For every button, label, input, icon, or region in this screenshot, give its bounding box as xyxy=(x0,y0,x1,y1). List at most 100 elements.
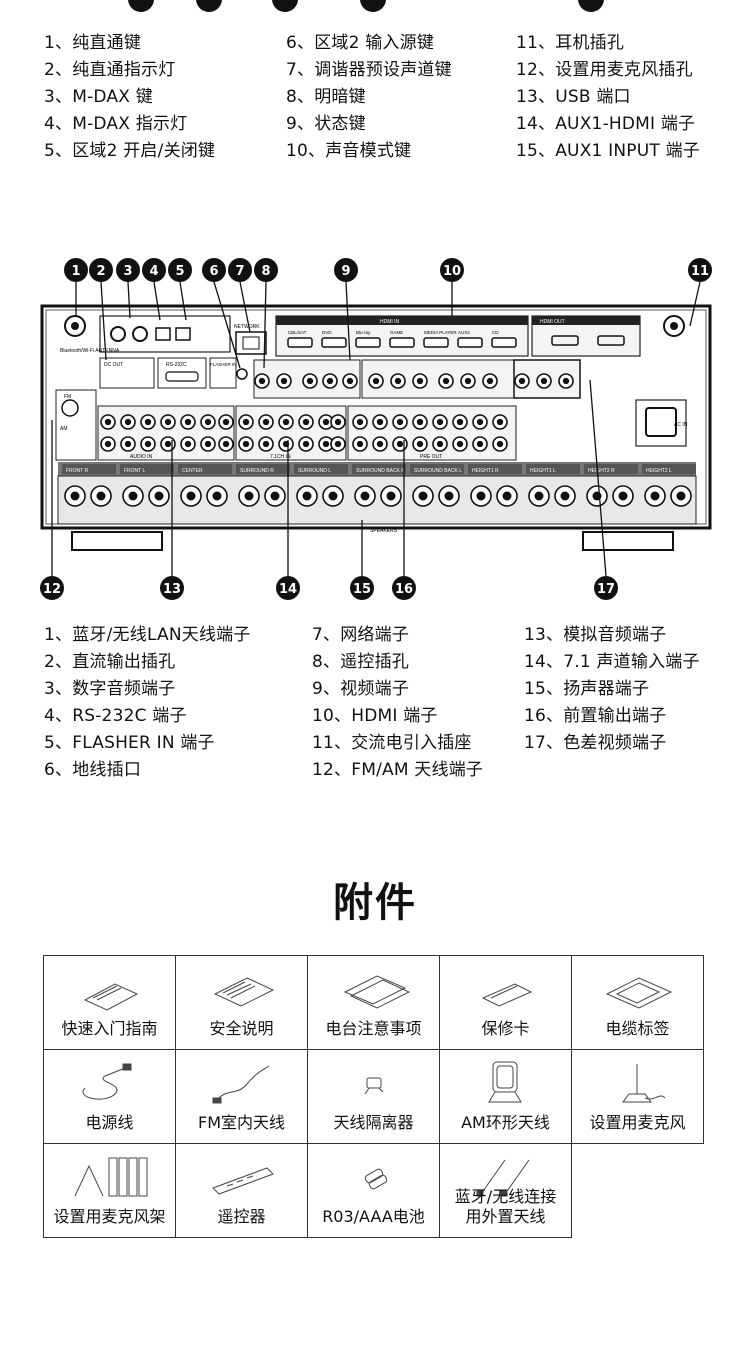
svg-text:RS-232C: RS-232C xyxy=(166,362,187,368)
accessory-cell: 设置用麦克风架 xyxy=(43,1143,176,1238)
svg-text:10: 10 xyxy=(443,264,461,279)
callout-15 xyxy=(350,576,374,600)
legend-item: 7、调谐器预设声道键 xyxy=(286,60,452,80)
legend-item: 17、色差视频端子 xyxy=(524,733,667,753)
bt-antenna-right xyxy=(663,315,685,337)
legend-item: 10、声音模式键 xyxy=(286,141,412,161)
accessory-label: 设置用麦克风架 xyxy=(53,1207,166,1226)
accessory-label: 电缆标签 xyxy=(605,1019,670,1038)
hdmi-in-port xyxy=(389,337,415,348)
callout-4 xyxy=(142,258,166,282)
svg-text:3: 3 xyxy=(123,264,132,279)
legend-item: 7、网络端子 xyxy=(312,625,410,645)
speaker-group-label: HEIGHT1 L xyxy=(530,468,556,474)
legend-item: 16、前置输出端子 xyxy=(524,706,667,726)
callout-10 xyxy=(440,258,464,282)
svg-text:FLASHER IN: FLASHER IN xyxy=(210,362,237,367)
legend-item: 4、M-DAX 指示灯 xyxy=(44,114,188,134)
legend-item: 5、FLASHER IN 端子 xyxy=(44,733,215,753)
callout-13 xyxy=(160,576,184,600)
svg-text:1: 1 xyxy=(71,264,80,279)
hdmi-in-port xyxy=(287,337,313,348)
legend-item: 1、纯直通键 xyxy=(44,33,142,53)
fm-antenna-icon xyxy=(176,1058,307,1110)
hdmi-input-label: DVD xyxy=(322,330,332,335)
legend-item: 4、RS-232C 端子 xyxy=(44,706,187,726)
svg-text:11: 11 xyxy=(691,264,709,279)
svg-text:6: 6 xyxy=(209,264,218,279)
top-callout-fragments xyxy=(0,0,750,14)
accessory-cell: 蓝牙/无线连接用外置天线 xyxy=(439,1143,572,1238)
speaker-group-label: SURROUND BACK R xyxy=(356,468,405,474)
hdmi-in-port xyxy=(355,337,381,348)
accessory-cell: 电台注意事项 xyxy=(307,955,440,1050)
accessory-cell: 快速入门指南 xyxy=(43,955,176,1050)
legend-item: 11、耳机插孔 xyxy=(516,33,625,53)
legend-item: 13、USB 端口 xyxy=(516,87,631,107)
accessory-cell: 天线隔离器 xyxy=(307,1049,440,1144)
accessory-cell: R03/AAA电池 xyxy=(307,1143,440,1238)
speaker-group-label: HEIGHT1 R xyxy=(472,468,499,474)
radio-notes-icon xyxy=(308,964,439,1016)
accessory-label: 设置用麦克风 xyxy=(589,1113,686,1132)
accessory-label: AM环形天线 xyxy=(461,1113,550,1132)
speaker-group-label: HEIGHT2 R xyxy=(588,468,615,474)
hdmi-input-label: CBL/SAT xyxy=(288,330,307,335)
svg-text:NETWORK: NETWORK xyxy=(234,324,260,330)
svg-text:HDMI IN: HDMI IN xyxy=(380,319,400,325)
accessory-label: 蓝牙/无线连接用外置天线 xyxy=(454,1187,557,1226)
hdmi-in-port xyxy=(491,337,517,348)
speaker-group-label: SURROUND L xyxy=(298,468,331,474)
legend-item: 3、M-DAX 键 xyxy=(44,87,153,107)
accessory-label: 天线隔离器 xyxy=(333,1113,414,1132)
svg-text:15: 15 xyxy=(353,582,371,597)
callout-6 xyxy=(202,258,226,282)
warranty-card-icon xyxy=(440,964,571,1016)
callout-2 xyxy=(89,258,113,282)
network-port xyxy=(235,331,267,355)
hdmi-input-label: AUX2 xyxy=(458,330,470,335)
svg-text:4: 4 xyxy=(149,264,158,279)
svg-text:FM: FM xyxy=(64,394,71,400)
hdmi-input-label: CD xyxy=(492,330,499,335)
svg-text:SPEAKERS: SPEAKERS xyxy=(370,528,398,534)
am-loop-antenna-icon xyxy=(440,1058,571,1110)
svg-text:Bluetooth/Wi-Fi ANTENNA: Bluetooth/Wi-Fi ANTENNA xyxy=(60,348,120,354)
callout-5 xyxy=(168,258,192,282)
accessory-cell: 遥控器 xyxy=(175,1143,308,1238)
rear-panel-diagram: Bluetooth/Wi-Fi ANTENNA NETWORK HDMI IN … xyxy=(40,258,712,600)
legend-item: 10、HDMI 端子 xyxy=(312,706,438,726)
accessory-label: 电台注意事项 xyxy=(325,1019,422,1038)
hdmi-in-port xyxy=(423,337,449,348)
empty-cell xyxy=(572,1144,704,1238)
legend-item: 6、区域2 输入源键 xyxy=(286,33,435,53)
legend-item: 1、蓝牙/无线LAN天线端子 xyxy=(44,625,251,645)
hdmi-input-label: GAME xyxy=(390,330,403,335)
callout-16 xyxy=(392,576,416,600)
legend-item: 9、视频端子 xyxy=(312,679,410,699)
remote-control-icon xyxy=(176,1152,307,1204)
callout-3 xyxy=(116,258,140,282)
accessory-cell: AM环形天线 xyxy=(439,1049,572,1144)
safety-instructions-icon xyxy=(176,964,307,1016)
speaker-group-label: HEIGHT2 L xyxy=(646,468,672,474)
callout-12 xyxy=(40,576,64,600)
speaker-group-label: SURROUND R xyxy=(240,468,274,474)
ac-in-socket xyxy=(635,399,687,447)
legend-item: 2、直流输出插孔 xyxy=(44,652,176,672)
accessory-label: FM室内天线 xyxy=(197,1113,285,1132)
svg-text:AM: AM xyxy=(60,426,68,432)
svg-text:17: 17 xyxy=(597,582,615,597)
quick-start-guide-icon xyxy=(44,964,175,1016)
callout-8 xyxy=(254,258,278,282)
legend-item: 8、遥控插孔 xyxy=(312,652,410,672)
legend-item: 13、模拟音频端子 xyxy=(524,625,667,645)
speaker-group-label: FRONT R xyxy=(66,468,89,474)
